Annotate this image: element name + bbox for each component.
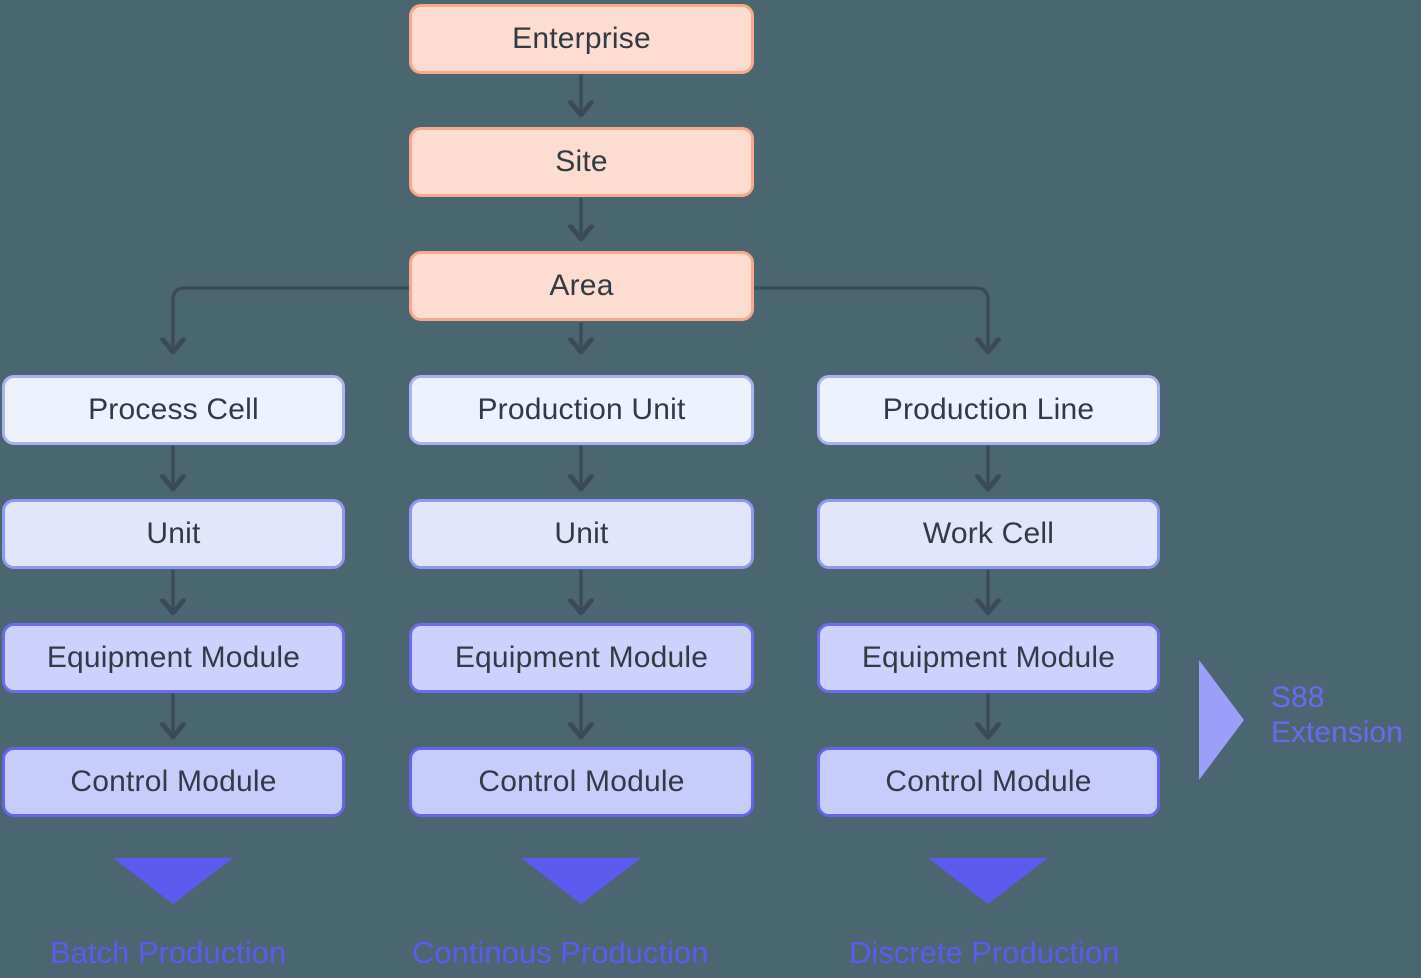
node-unit-continuous[interactable]: Unit (409, 499, 754, 569)
node-production-unit[interactable]: Production Unit (409, 375, 754, 445)
node-work-cell[interactable]: Work Cell (817, 499, 1160, 569)
node-site[interactable]: Site (409, 127, 754, 197)
node-equipment-module-batch[interactable]: Equipment Module (2, 623, 345, 693)
s88-extension-line-1: S88 (1271, 681, 1325, 714)
node-control-module-batch[interactable]: Control Module (2, 747, 345, 817)
node-equipment-module-continuous[interactable]: Equipment Module (409, 623, 754, 693)
node-control-module-discrete[interactable]: Control Module (817, 747, 1160, 817)
result-arrow-continuous (521, 858, 641, 904)
s88-extension-arrow-icon (1199, 660, 1244, 780)
s88-extension-label: S88 Extension (1271, 680, 1403, 751)
node-equipment-module-discrete[interactable]: Equipment Module (817, 623, 1160, 693)
node-unit-batch[interactable]: Unit (2, 499, 345, 569)
caption-discrete-production: Discrete Production (849, 935, 1120, 970)
node-process-cell[interactable]: Process Cell (2, 375, 345, 445)
caption-batch-production: Batch Production (50, 935, 287, 970)
node-production-line[interactable]: Production Line (817, 375, 1160, 445)
node-control-module-continuous[interactable]: Control Module (409, 747, 754, 817)
s88-extension-line-2: Extension (1271, 716, 1403, 750)
result-arrow-batch (113, 858, 233, 904)
caption-continuous-production: Continous Production (412, 935, 709, 970)
node-enterprise[interactable]: Enterprise (409, 4, 754, 74)
result-arrow-discrete (928, 858, 1048, 904)
node-area[interactable]: Area (409, 251, 754, 321)
